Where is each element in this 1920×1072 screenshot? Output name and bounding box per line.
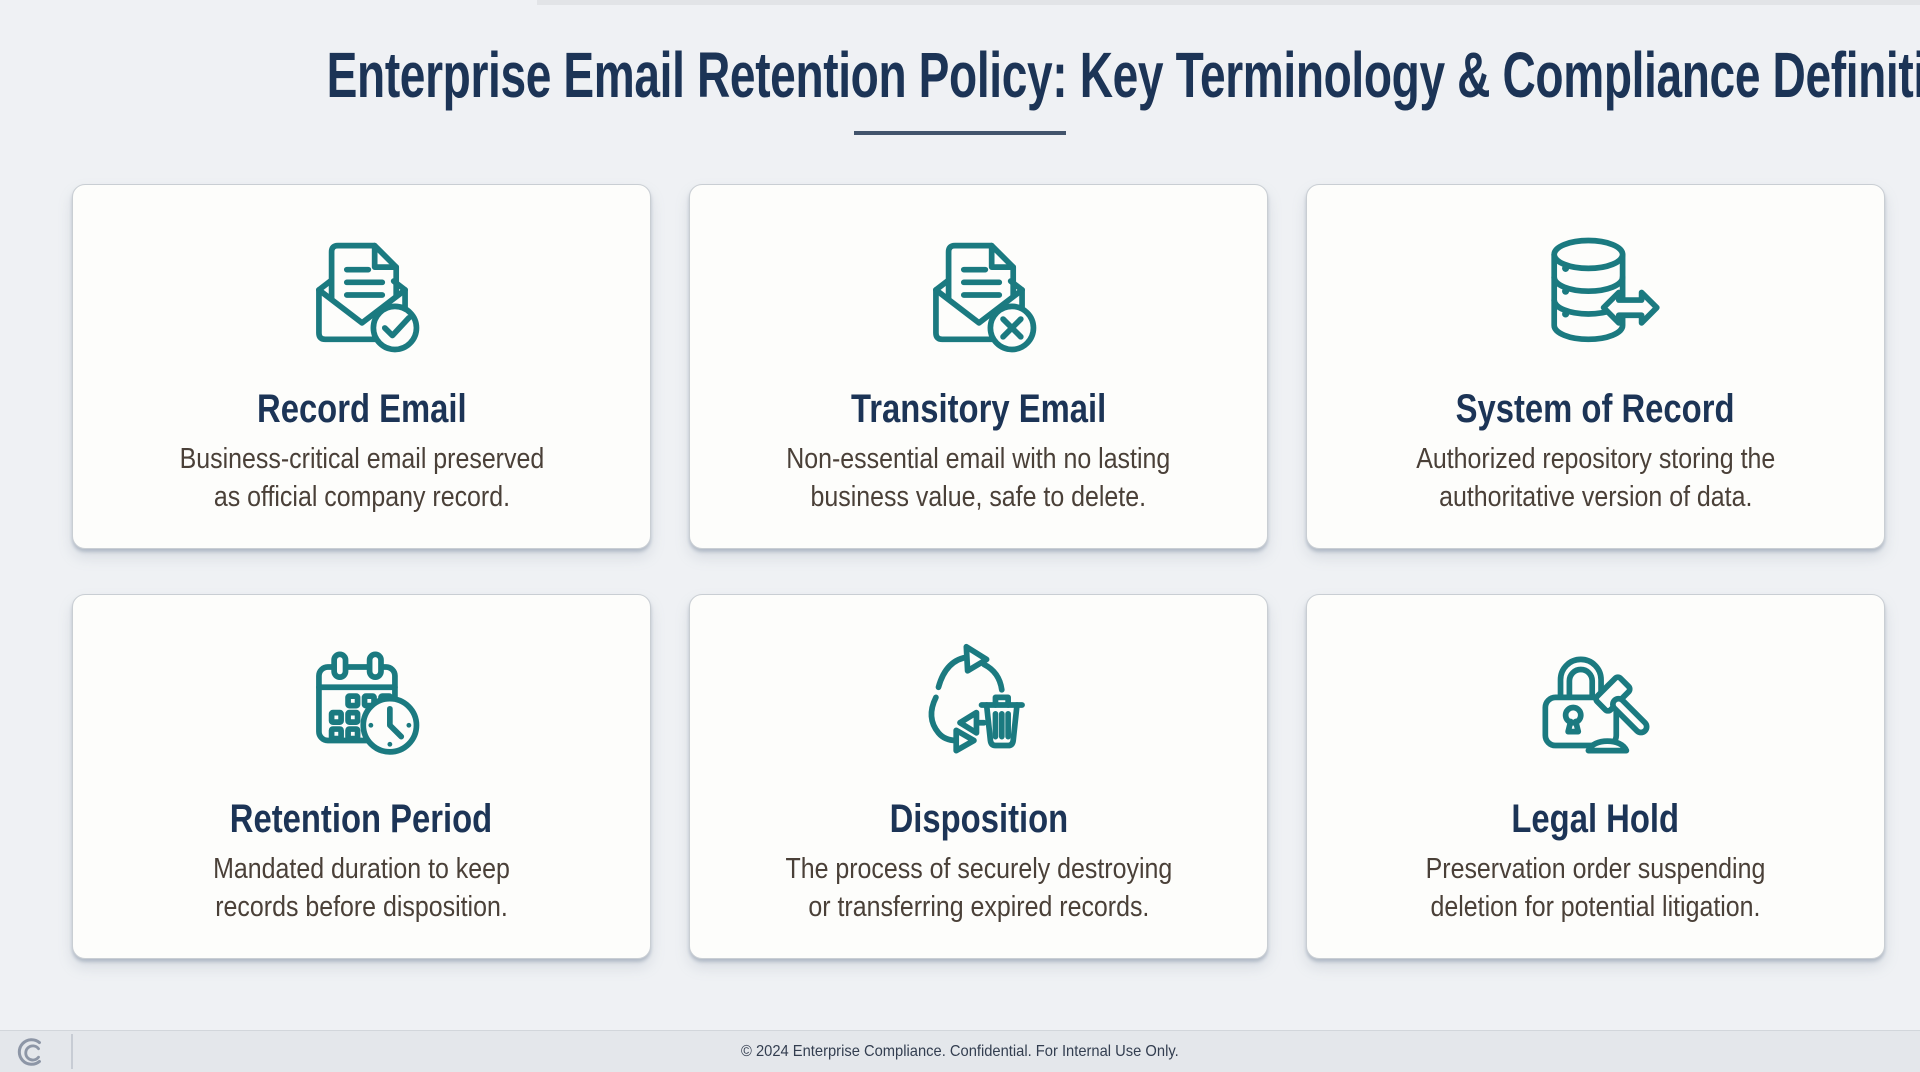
double-c-logo-icon xyxy=(17,1038,41,1066)
transitory-email-icon xyxy=(903,219,1055,371)
card-transitory-email: Transitory Email Non-essential email wit… xyxy=(689,184,1268,550)
definition-cards-grid: Record Email Business-critical email pre… xyxy=(72,184,1885,960)
footer-divider xyxy=(71,1034,73,1069)
card-retention-period: Retention Period Mandated duration to ke… xyxy=(72,594,651,960)
disposition-icon xyxy=(903,629,1055,781)
legal-hold-icon xyxy=(1520,629,1672,781)
card-description: Business-critical email preserved as off… xyxy=(179,443,544,514)
card-title: System of Record xyxy=(1456,387,1735,432)
page-title: Enterprise Email Retention Policy: Key T… xyxy=(326,39,1920,111)
title-underline xyxy=(854,131,1066,136)
card-disposition: Disposition The process of securely dest… xyxy=(689,594,1268,960)
page-header: Enterprise Email Retention Policy: Key T… xyxy=(0,0,1920,136)
card-title: Retention Period xyxy=(230,797,493,842)
card-description: Preservation order suspending deletion f… xyxy=(1425,853,1766,924)
card-title: Disposition xyxy=(889,797,1068,842)
record-email-icon xyxy=(286,219,438,371)
card-title: Transitory Email xyxy=(850,387,1107,432)
card-system-of-record: System of Record Authorized repository s… xyxy=(1306,184,1885,550)
card-legal-hold: Legal Hold Preservation order suspending… xyxy=(1306,594,1885,960)
card-title: Record Email xyxy=(256,387,467,432)
card-description: Non-essential email with no lasting busi… xyxy=(786,443,1171,514)
footer-text: © 2024 Enterprise Compliance. Confidenti… xyxy=(741,1042,1179,1060)
card-description: The process of securely destroying or tr… xyxy=(785,853,1172,924)
retention-period-icon xyxy=(286,629,438,781)
card-description: Mandated duration to keep records before… xyxy=(213,853,510,924)
top-edge-strip xyxy=(537,0,1920,5)
card-title: Legal Hold xyxy=(1511,797,1680,842)
system-of-record-icon xyxy=(1520,219,1672,371)
card-record-email: Record Email Business-critical email pre… xyxy=(72,184,651,550)
page-footer: © 2024 Enterprise Compliance. Confidenti… xyxy=(0,1030,1920,1072)
card-description: Authorized repository storing the author… xyxy=(1415,443,1776,514)
